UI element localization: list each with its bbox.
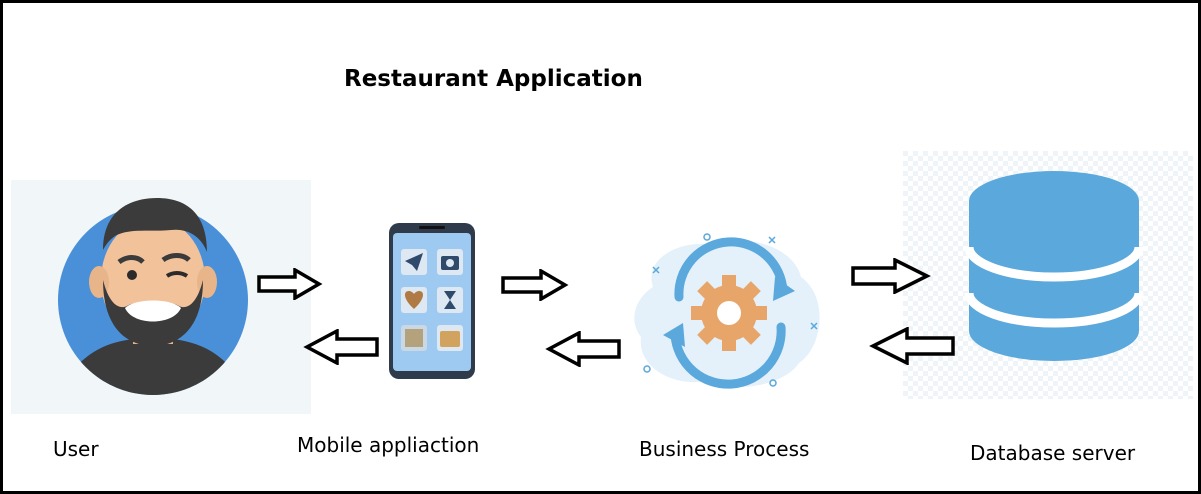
business-process-label: Business Process (639, 437, 810, 461)
arrow-business-to-database (851, 258, 931, 294)
diagram-title: Restaurant Application (344, 66, 643, 92)
user-label: User (53, 437, 99, 461)
user-avatar-icon (11, 180, 311, 414)
database-server-label: Database server (970, 441, 1136, 465)
arrow-user-to-mobile (257, 268, 323, 300)
gear-process-icon (634, 233, 820, 389)
arrow-mobile-to-user (303, 329, 379, 365)
smartphone-icon (389, 223, 475, 379)
database-icon (903, 151, 1193, 399)
arrow-business-to-mobile (545, 331, 621, 367)
mobile-app-label: Mobile appliaction (297, 433, 480, 457)
arrow-database-to-business (869, 327, 955, 365)
arrow-mobile-to-business (501, 269, 569, 301)
